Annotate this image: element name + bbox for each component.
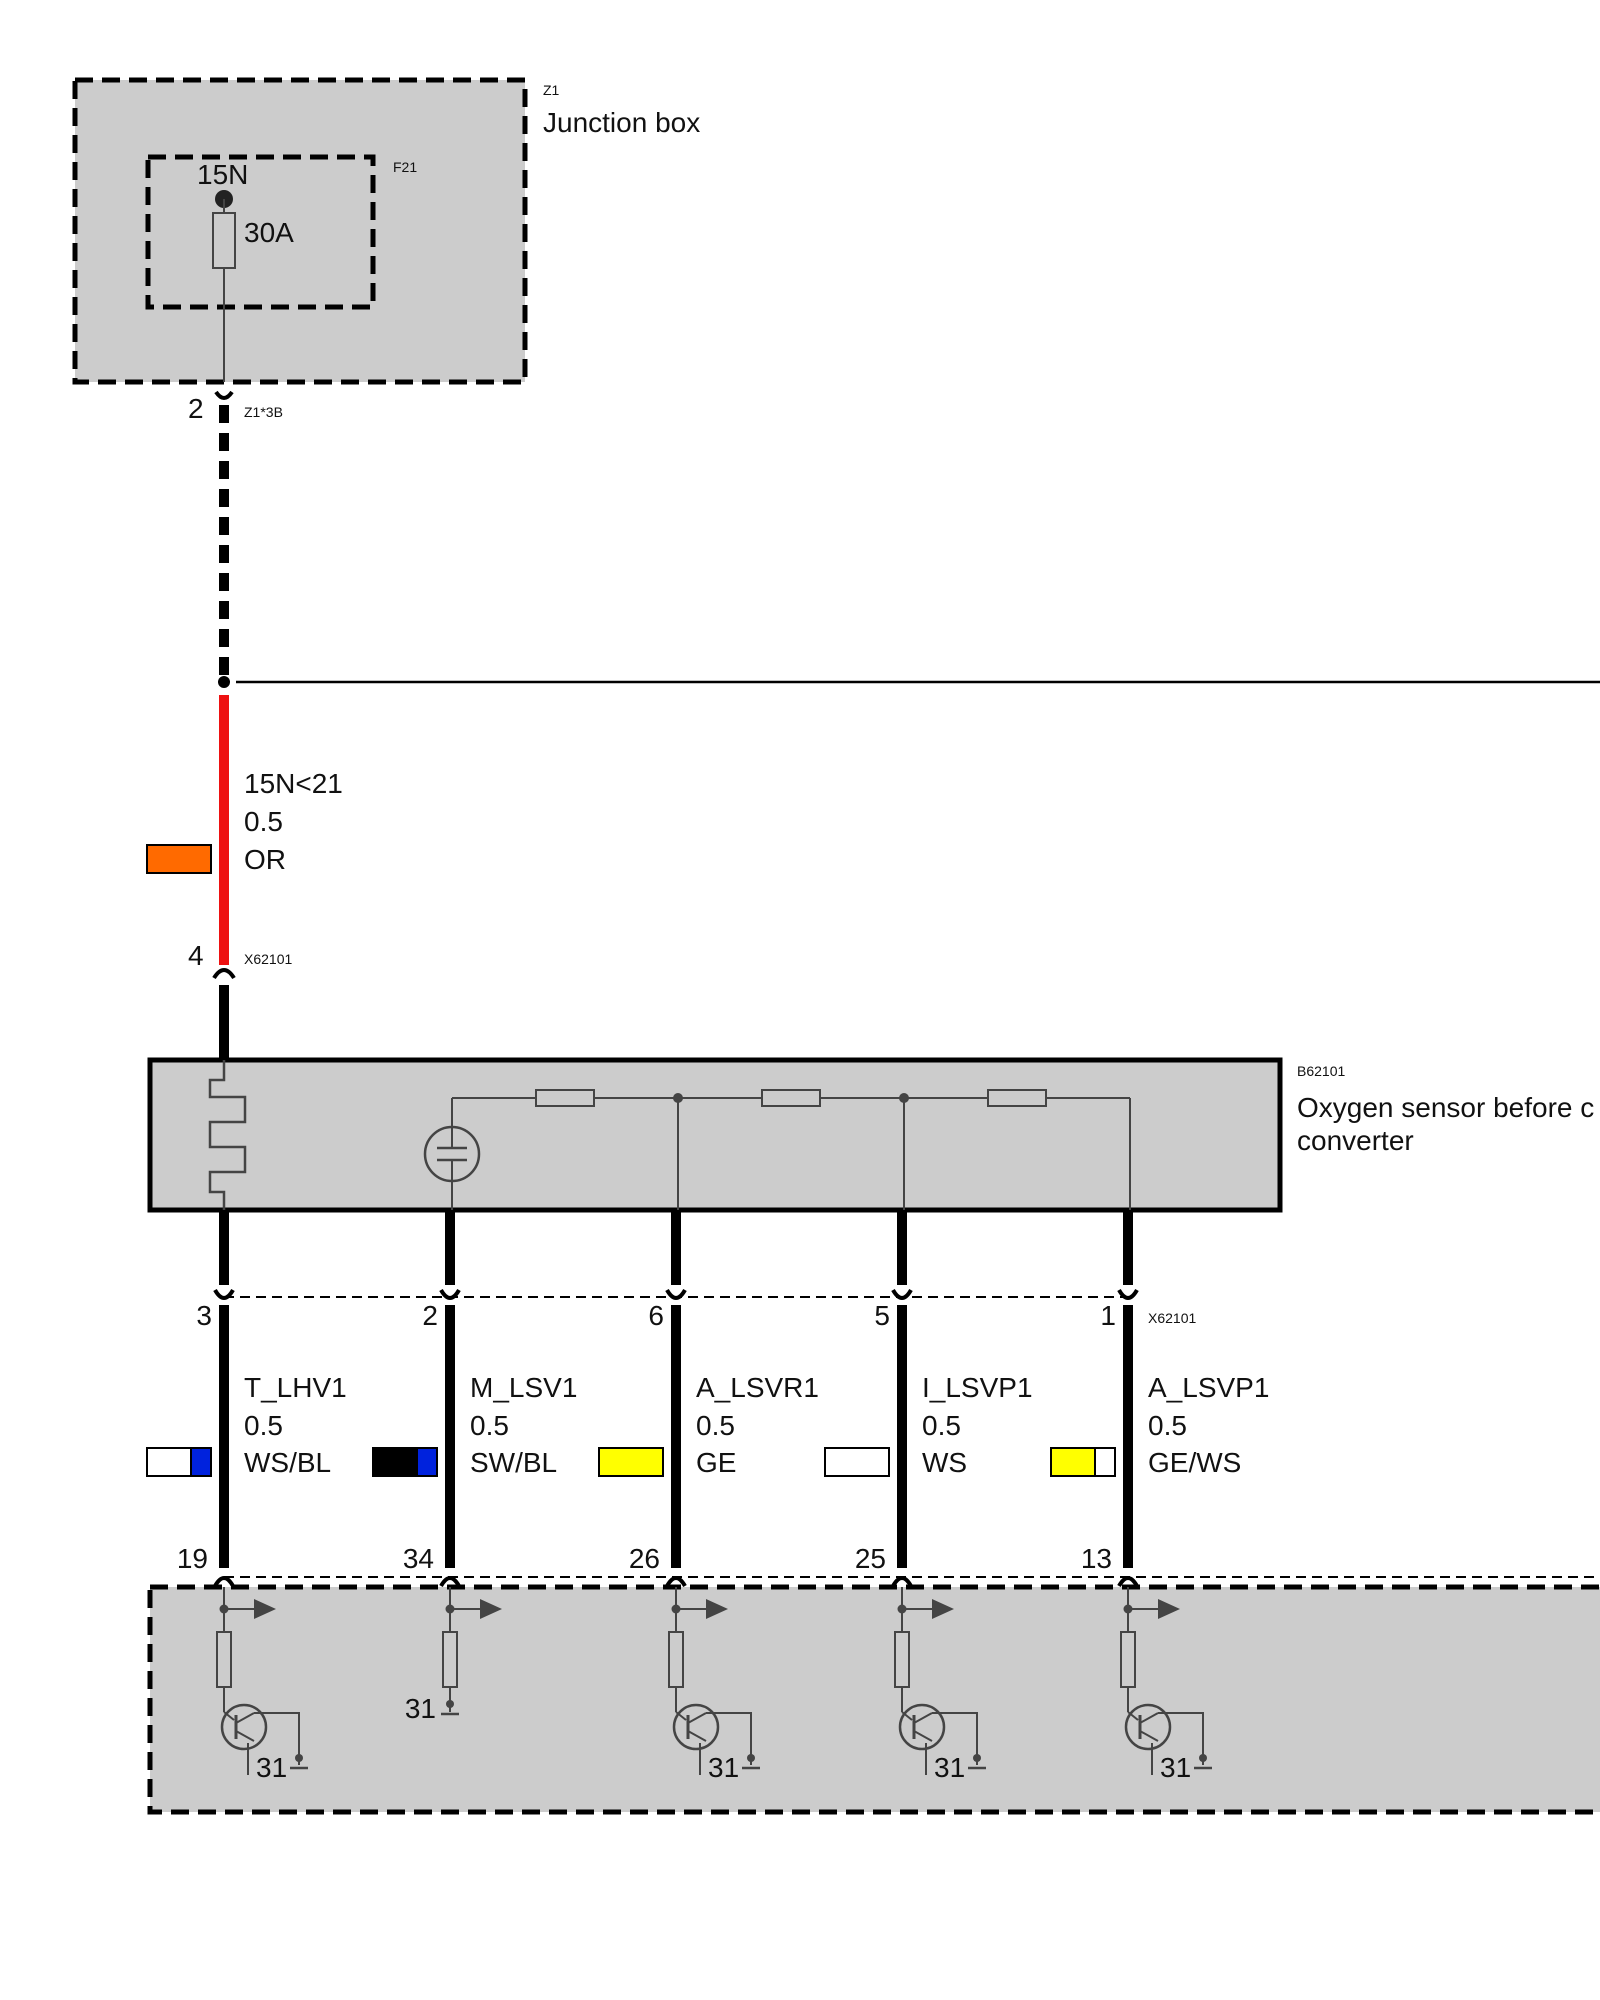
ground-label: 31 bbox=[1160, 1752, 1191, 1783]
splice-dot bbox=[218, 676, 230, 688]
sensor-name-line2: converter bbox=[1297, 1125, 1414, 1156]
wire-gauge: 0.5 bbox=[470, 1410, 509, 1441]
wire-signal: T_LHV1 bbox=[244, 1372, 347, 1403]
pin-top-number: 3 bbox=[196, 1300, 212, 1331]
wire-gauge: 0.5 bbox=[922, 1410, 961, 1441]
wire-gauge: 0.5 bbox=[696, 1410, 735, 1441]
ground-label: 31 bbox=[934, 1752, 965, 1783]
fuse-terminal-label: 15N bbox=[197, 159, 248, 190]
junction-box: Z1 Junction box F21 15N 30A bbox=[72, 77, 700, 385]
pin-bottom-number: 25 bbox=[855, 1543, 886, 1574]
wire-color-swatch bbox=[598, 1447, 664, 1477]
ground-label: 31 bbox=[256, 1752, 287, 1783]
fuse-f21-box bbox=[145, 154, 376, 310]
control-unit-circuit: 31 bbox=[668, 1587, 760, 1783]
supply-wire-gauge: 0.5 bbox=[244, 806, 283, 837]
sensor-connector-id: X62101 bbox=[1148, 1310, 1196, 1326]
wire-color-code: GE/WS bbox=[1148, 1447, 1241, 1478]
pin-top-number: 1 bbox=[1100, 1300, 1116, 1331]
ground-label: 31 bbox=[708, 1752, 739, 1783]
ground-label: 31 bbox=[405, 1693, 436, 1724]
sensor-resistor-1 bbox=[535, 1089, 595, 1107]
oxygen-sensor: B62101 Oxygen sensor before c converter bbox=[147, 1057, 1594, 1213]
supply-wire-color-swatch bbox=[146, 844, 212, 874]
pin-top-number: 6 bbox=[648, 1300, 664, 1331]
control-unit-circuit: 31 bbox=[405, 1587, 502, 1724]
wire-signal: M_LSV1 bbox=[470, 1372, 577, 1403]
control-unit-circuit: 31 bbox=[894, 1587, 986, 1783]
wire-color-code: GE bbox=[696, 1447, 736, 1478]
junction-box-id: Z1 bbox=[543, 82, 560, 98]
wire-M_LSV1: 2 34 M_LSV1 0.5SW/BL 31 bbox=[372, 1210, 577, 1724]
supply-wire-color-code: OR bbox=[244, 844, 286, 875]
junction-box-output-pin: 2 Z1*3B bbox=[188, 390, 283, 424]
wire-A_LSVP1: 1 13 A_LSVP1 0.5GE/WS 31 bbox=[1050, 1210, 1269, 1783]
wire-I_LSVP1: 5 25 I_LSVP1 0.5WS 31 bbox=[824, 1210, 1033, 1783]
signal-wires: 3 19 T_LHV1 0.5WS/BL 31 2 34 M_LSV1 0.5SW/BL 31 6 2… bbox=[146, 1210, 1269, 1783]
fuse-id: F21 bbox=[393, 159, 417, 175]
pin-bottom-number: 19 bbox=[177, 1543, 208, 1574]
junction-box-name: Junction box bbox=[543, 107, 700, 138]
control-unit-circuit: 31 bbox=[1120, 1587, 1212, 1783]
control-unit-circuit: 31 bbox=[216, 1587, 308, 1783]
wire-color-swatch bbox=[1050, 1447, 1116, 1477]
wire-color-code: WS/BL bbox=[244, 1447, 331, 1478]
wire-gauge: 0.5 bbox=[1148, 1410, 1187, 1441]
supply-swatch-rect bbox=[146, 844, 212, 874]
sensor-supply-pin: 4 X62101 bbox=[188, 940, 292, 980]
wire-signal: A_LSVP1 bbox=[1148, 1372, 1269, 1403]
supply-pin-number: 4 bbox=[188, 940, 204, 971]
wire-color-swatch bbox=[146, 1447, 212, 1477]
wire-color-code: WS bbox=[922, 1447, 967, 1478]
pin-top-number: 2 bbox=[422, 1300, 438, 1331]
sensor-id: B62101 bbox=[1297, 1063, 1345, 1079]
sensor-resistor-3 bbox=[987, 1089, 1047, 1107]
wire-A_LSVR1: 6 26 A_LSVR1 0.5GE 31 bbox=[598, 1210, 819, 1783]
junction-box-pin-number: 2 bbox=[188, 393, 204, 424]
wire-color-code: SW/BL bbox=[470, 1447, 557, 1478]
fuse-rating: 30A bbox=[244, 217, 294, 248]
wire-signal: A_LSVR1 bbox=[696, 1372, 819, 1403]
pin-bottom-number: 34 bbox=[403, 1543, 434, 1574]
pin-bottom-number: 13 bbox=[1081, 1543, 1112, 1574]
sensor-name-line1: Oxygen sensor before c bbox=[1297, 1092, 1594, 1123]
wire-gauge: 0.5 bbox=[244, 1410, 283, 1441]
pin-bottom-number: 26 bbox=[629, 1543, 660, 1574]
supply-connector-id: X62101 bbox=[244, 951, 292, 967]
wire-color-swatch bbox=[372, 1447, 438, 1477]
fuse-symbol bbox=[212, 212, 236, 269]
supply-wire-signal: 15N<21 bbox=[244, 768, 343, 799]
sensor-resistor-2 bbox=[761, 1089, 821, 1107]
wire-color-swatch bbox=[824, 1447, 890, 1477]
wire-signal: I_LSVP1 bbox=[922, 1372, 1033, 1403]
wire-T_LHV1: 3 19 T_LHV1 0.5WS/BL 31 bbox=[146, 1210, 347, 1783]
heater-element bbox=[208, 1060, 247, 1210]
pin-top-number: 5 bbox=[874, 1300, 890, 1331]
junction-box-connector-id: Z1*3B bbox=[244, 404, 283, 420]
control-unit bbox=[147, 1584, 1600, 1815]
supply-wire: 15N<21 0.5 OR bbox=[146, 695, 343, 965]
